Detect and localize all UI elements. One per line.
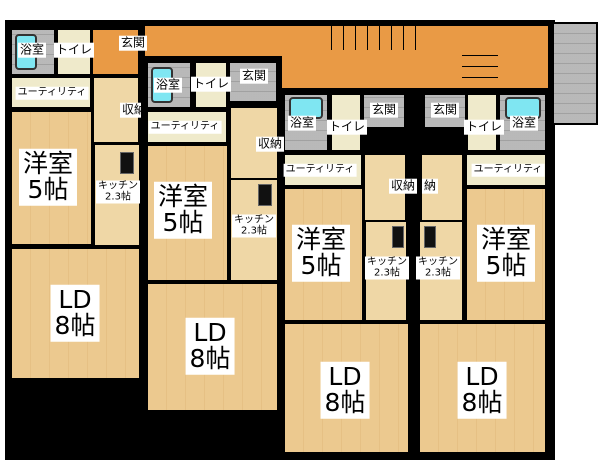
label-ld: LD 8帖 <box>50 284 100 342</box>
label-bath: 浴室 <box>287 115 317 131</box>
label-utility: ユーティリティ <box>471 163 545 177</box>
label-bath: 浴室 <box>153 77 183 93</box>
label-kitchen: キッチン 2.3帖 <box>96 180 140 204</box>
label-utility: ユーティリティ <box>148 120 222 134</box>
stove-icon <box>392 226 404 248</box>
label-western-room: 洋室 5帖 <box>476 224 536 282</box>
label-entrance: 玄関 <box>369 102 399 118</box>
entrance <box>230 63 276 101</box>
label-entrance: 玄関 <box>239 68 269 84</box>
label-bath: 浴室 <box>509 115 539 131</box>
label-storage: 収納 <box>388 178 418 194</box>
label-bath: 浴室 <box>17 42 47 58</box>
label-toilet: トイレ <box>463 119 505 135</box>
stove-icon <box>424 226 436 248</box>
label-ld: LD 8帖 <box>457 361 507 419</box>
label-kitchen: キッチン 2.3帖 <box>416 256 460 280</box>
label-entrance: 玄関 <box>430 102 460 118</box>
label-western-room: 洋室 5帖 <box>291 224 351 282</box>
label-western-room: 洋室 5帖 <box>153 181 213 239</box>
stove-icon <box>120 152 134 174</box>
label-ld: LD 8帖 <box>185 317 235 375</box>
label-toilet: トイレ <box>326 119 368 135</box>
label-storage: 納 <box>421 178 439 194</box>
label-entrance: 玄関 <box>118 35 148 51</box>
label-kitchen: キッチン 2.3帖 <box>232 214 276 238</box>
label-kitchen: キッチン 2.3帖 <box>365 256 409 280</box>
staircase-lower <box>462 55 498 88</box>
label-toilet: トイレ <box>53 42 95 58</box>
label-toilet: トイレ <box>190 76 232 92</box>
exterior-tile-area <box>552 22 598 125</box>
staircase <box>320 26 420 50</box>
label-ld: LD 8帖 <box>320 361 370 419</box>
label-storage: 収納 <box>255 136 285 152</box>
stove-icon <box>258 184 272 206</box>
label-western-room: 洋室 5帖 <box>18 148 78 206</box>
label-utility: ユーティリティ <box>15 86 89 100</box>
label-utility: ユーティリティ <box>283 163 357 177</box>
